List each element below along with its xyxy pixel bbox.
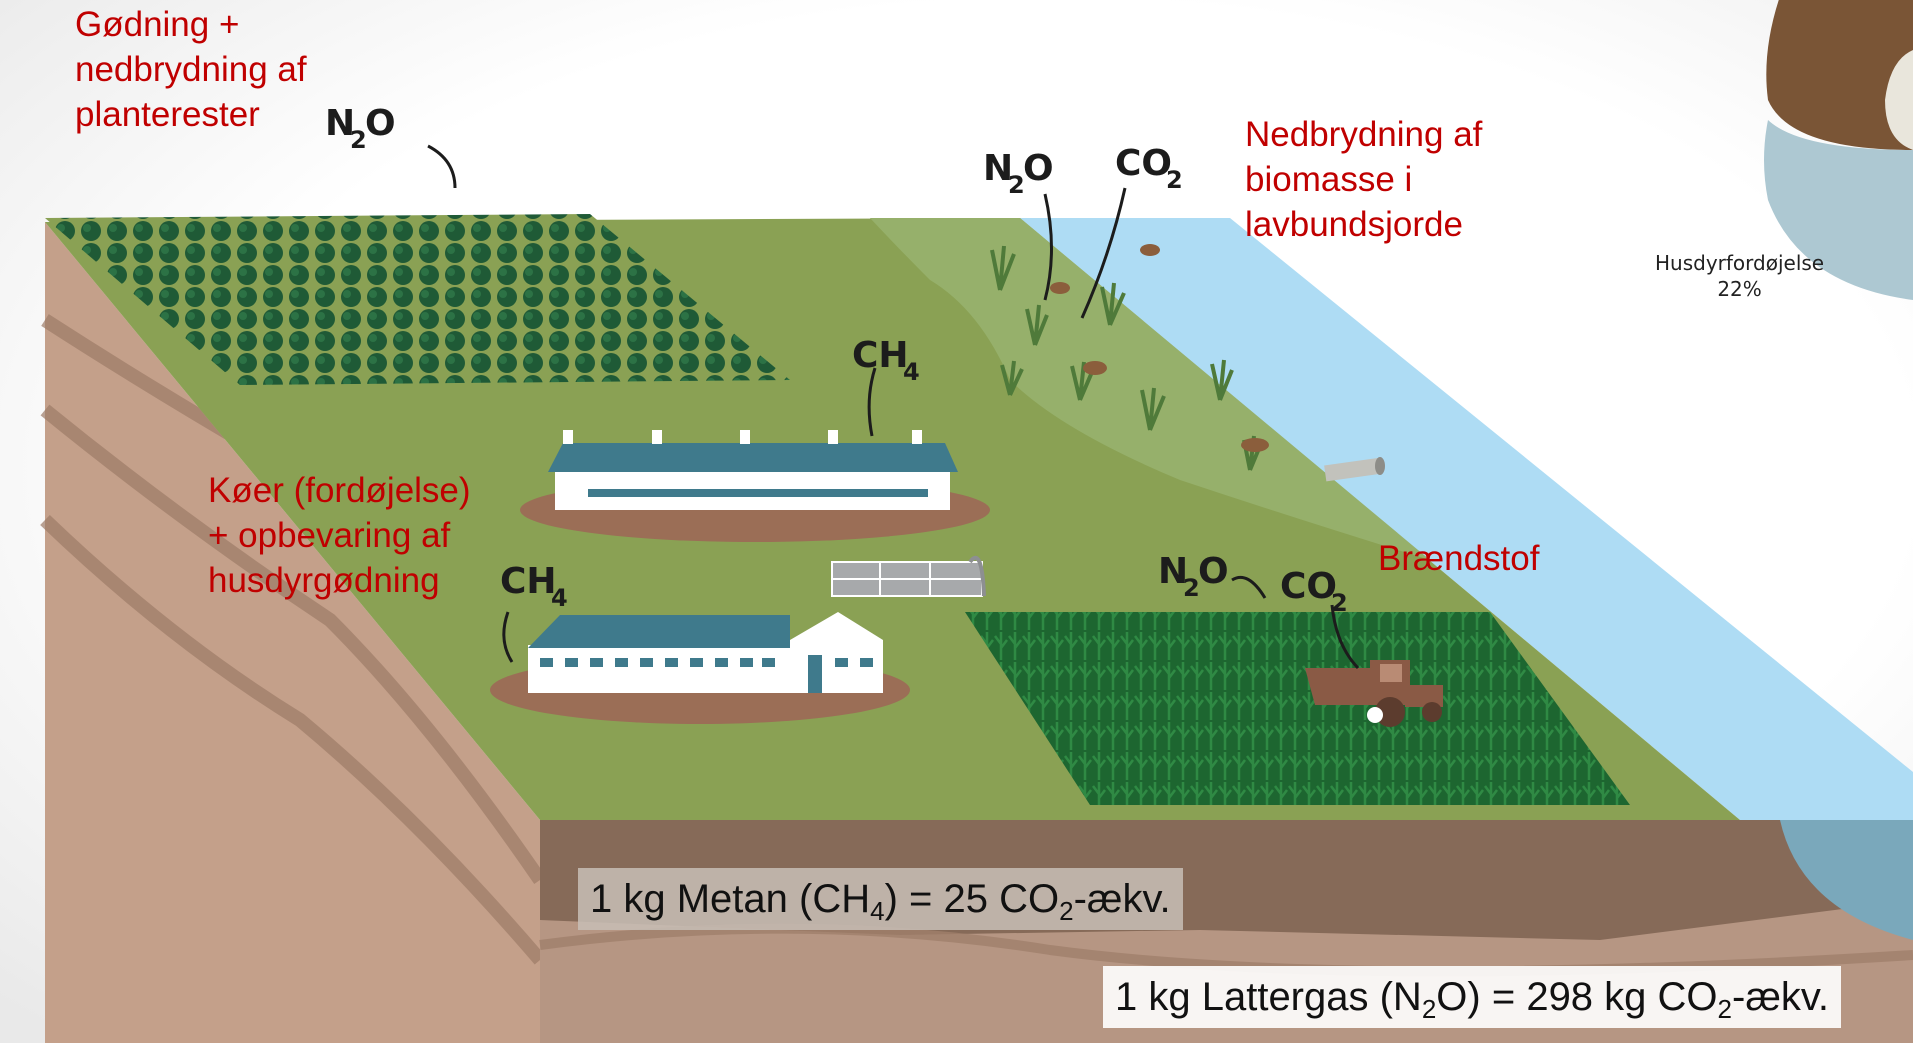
label-biomass-line1: Nedbrydning af: [1245, 115, 1483, 154]
label-cows-line1: Køer (fordøjelse): [208, 471, 471, 510]
svg-text:CH: CH: [852, 335, 909, 376]
svg-text:2: 2: [1183, 574, 1200, 602]
tractor: [1305, 660, 1443, 727]
pie-slice-brown: [1766, 0, 1913, 150]
corn-field: [965, 612, 1630, 805]
emission-lines: [427, 144, 1360, 670]
svg-text:CO: CO: [1115, 143, 1172, 184]
label-cows-line2: + opbevaring af: [208, 516, 451, 555]
water-bank-front: [1780, 820, 1913, 940]
svg-text:O: O: [1023, 148, 1054, 189]
gas-co2-field: CO 2: [1280, 566, 1348, 617]
long-barn: [520, 430, 990, 542]
equation-methane-sub1: 4: [870, 896, 885, 926]
equation-methane-mid: ) = 25 CO: [884, 877, 1060, 921]
wetland-area: [870, 218, 1430, 560]
gas-co2-wetland: CO 2: [1115, 143, 1183, 194]
slurry-tanks: [831, 555, 986, 597]
pie-center-cream: [1885, 50, 1913, 150]
gas-ch4-house: CH 4: [500, 561, 568, 612]
equation-nitrous-pre: 1 kg Lattergas (N: [1115, 975, 1422, 1019]
svg-text:O: O: [1198, 551, 1229, 592]
label-fertilizer-line1: Gødning +: [75, 5, 240, 44]
label-cows-line3: husdyrgødning: [208, 561, 440, 600]
pie-slice-blue: [1764, 120, 1913, 300]
svg-text:2: 2: [1166, 166, 1183, 194]
soil-mounds: [1050, 244, 1269, 452]
svg-text:4: 4: [903, 358, 920, 386]
bush-field: [45, 214, 790, 385]
gas-ch4-barn: CH 4: [852, 335, 920, 386]
equation-nitrous-sub2: 2: [1717, 994, 1732, 1024]
svg-text:N: N: [325, 103, 355, 144]
drain-pipe: [1324, 457, 1385, 482]
svg-text:N: N: [983, 148, 1013, 189]
svg-text:4: 4: [551, 584, 568, 612]
equation-methane-sub2: 2: [1059, 896, 1074, 926]
label-biomass: Nedbrydning af biomasse i lavbundsjorde: [1245, 112, 1482, 247]
equation-nitrous-post: -ækv.: [1732, 975, 1830, 1019]
equation-nitrous-sub1: 2: [1421, 994, 1437, 1024]
equation-methane-post: -ækv.: [1073, 877, 1171, 921]
pie-label-name: Husdyrfordøjelse: [1655, 251, 1825, 275]
gas-n2o-topleft: N 2 O: [325, 103, 396, 154]
equation-methane-pre: 1 kg Metan (CH: [590, 877, 871, 921]
gas-n2o-wetland: N 2 O: [983, 148, 1054, 199]
svg-text:O: O: [365, 103, 396, 144]
svg-text:2: 2: [1331, 589, 1348, 617]
label-fertilizer: Gødning + nedbrydning af planterester: [75, 2, 307, 137]
gas-n2o-field: N 2 O: [1158, 551, 1229, 602]
pie-label-percent: 22%: [1717, 277, 1762, 301]
label-biomass-line3: lavbundsjorde: [1245, 205, 1463, 244]
svg-text:2: 2: [1008, 171, 1025, 199]
svg-text:CH: CH: [500, 561, 557, 602]
pie-label: Husdyrfordøjelse 22%: [1655, 250, 1824, 302]
label-fertilizer-line3: planterester: [75, 95, 260, 134]
svg-text:CO: CO: [1280, 566, 1337, 607]
pie-fragment: [1764, 0, 1913, 300]
label-biomass-line2: biomasse i: [1245, 160, 1413, 199]
label-fertilizer-line2: nedbrydning af: [75, 50, 307, 89]
label-fuel: Brændstof: [1378, 539, 1540, 578]
svg-text:N: N: [1158, 551, 1188, 592]
svg-text:2: 2: [350, 126, 367, 154]
equation-methane: 1 kg Metan (CH4) = 25 CO2-ækv.: [578, 868, 1183, 930]
house-barn: [490, 612, 910, 724]
equation-nitrous-mid: O) = 298 kg CO: [1436, 975, 1718, 1019]
equation-nitrous: 1 kg Lattergas (N2O) = 298 kg CO2-ækv.: [1103, 966, 1842, 1028]
water-canal: [1020, 218, 1913, 820]
soil-left-side: [45, 222, 540, 1043]
label-cows: Køer (fordøjelse) + opbevaring af husdyr…: [208, 468, 471, 603]
